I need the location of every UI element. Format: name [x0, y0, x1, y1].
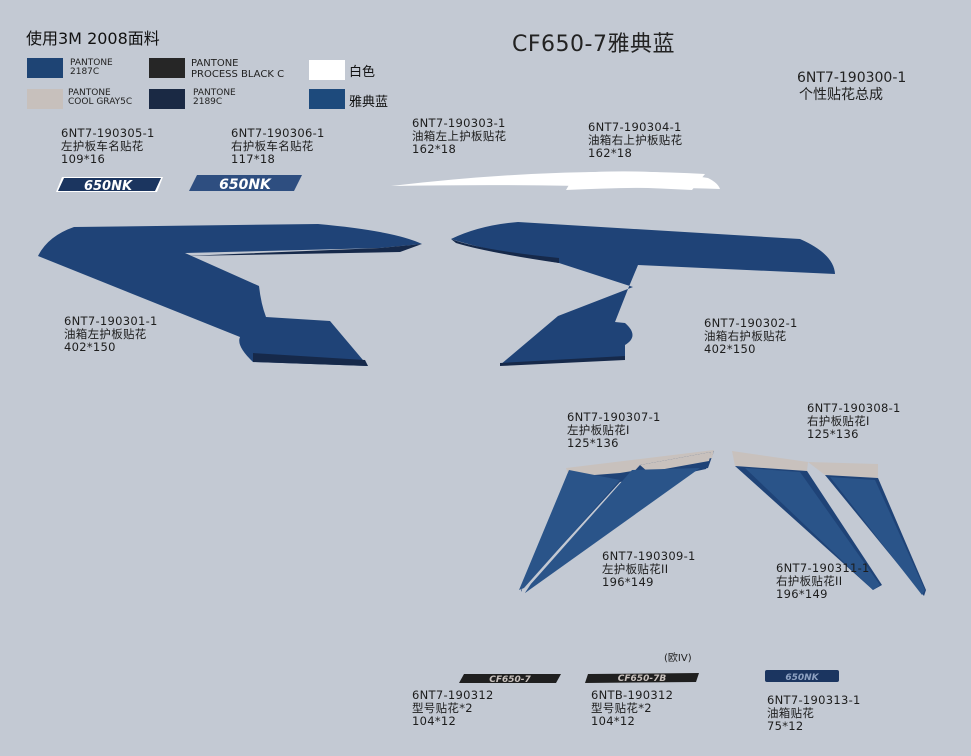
material-note: 使用3M 2008面料 [26, 29, 160, 48]
svg-text:650NK: 650NK [84, 179, 133, 194]
swatch-athens-blue [309, 89, 345, 109]
swatch-2187c [27, 58, 63, 78]
tank-right-upper-stripe [566, 171, 720, 190]
swatch-white-label: 白色 [349, 65, 376, 80]
right-side-panel-decals [732, 451, 926, 596]
svg-text:650NK: 650NK [219, 177, 272, 193]
model-decal-cf650-7: CF650-7 [459, 674, 561, 685]
swatch-athens-blue-label: 雅典蓝 [349, 95, 389, 110]
swatch-black [149, 58, 185, 78]
tank-badge-decal: 650NK [765, 670, 839, 683]
left-side-panel-decals [519, 450, 714, 593]
svg-text:650NK: 650NK [785, 673, 819, 683]
page-title: CF650-7雅典蓝 [512, 32, 675, 57]
swatch-2189c [149, 89, 185, 109]
badge-left-decal: 650NK [56, 177, 163, 194]
badge-right-decal: 650NK [189, 175, 302, 193]
swatch-white [309, 60, 345, 80]
svg-text:CF650-7: CF650-7 [489, 675, 531, 685]
assembly-name: 个性贴花总成 [799, 87, 883, 103]
tank-left-shroud-decal [38, 224, 422, 366]
svg-text:CF650-7B: CF650-7B [618, 674, 667, 684]
tank-right-shroud-decal [451, 222, 835, 366]
euro-iv-note: (欧IV) [664, 653, 692, 664]
swatch-cool-gray [27, 89, 63, 109]
model-decal-cf650-7b: CF650-7B [585, 673, 699, 684]
assembly-code: 6NT7-190300-1 [797, 70, 907, 86]
